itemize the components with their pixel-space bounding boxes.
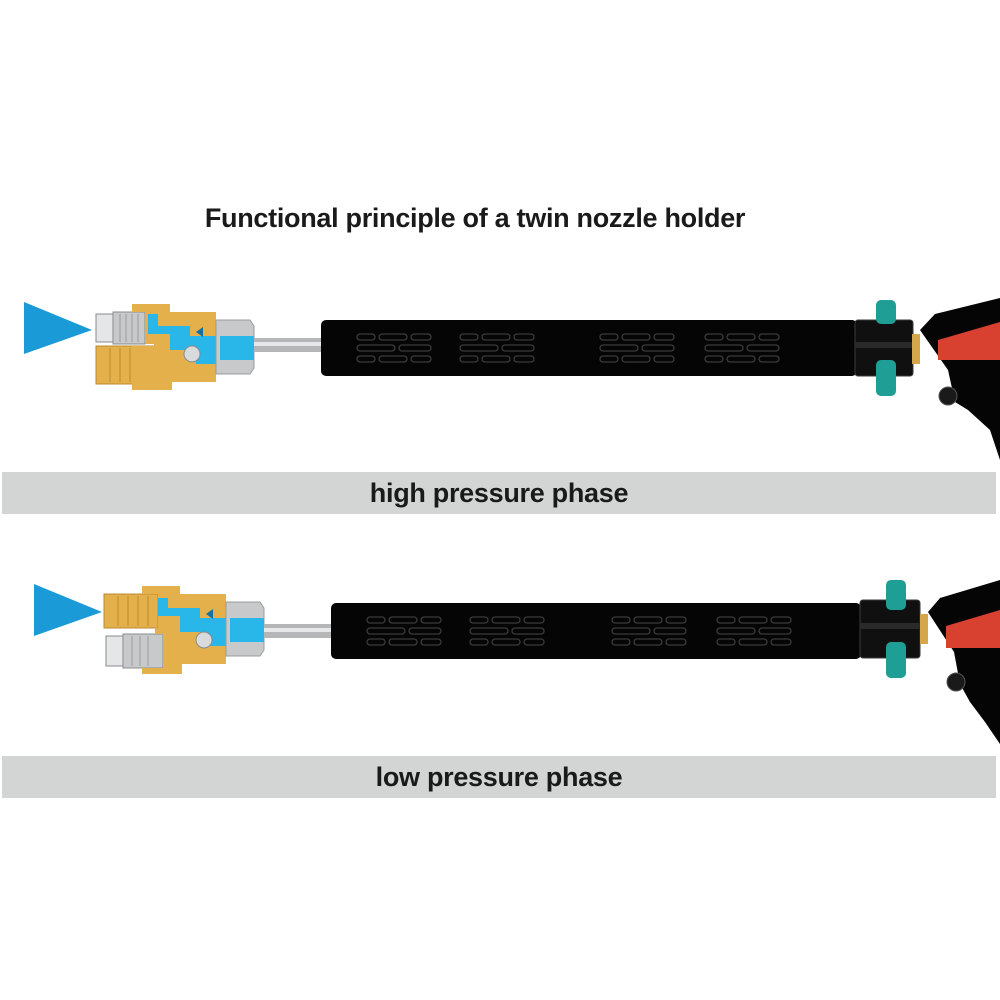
grip-slot [665,638,687,646]
spray-gun-body [920,298,1000,460]
grip-slot [511,627,545,635]
grip-slot [378,355,408,363]
grip-pattern [366,616,792,646]
grip [321,320,857,376]
grip-slot [366,616,386,624]
phase-label-low: low pressure phase [375,761,623,792]
grip-slot [704,333,724,341]
gun-screw [938,386,958,406]
water-channel [158,598,228,646]
grip-slot [621,333,651,341]
grip-slot [469,627,509,635]
grip-slot [420,616,442,624]
grip-slot [501,344,535,352]
grip-slot [469,638,489,646]
diagram-title: Functional principle of a twin nozzle ho… [204,203,746,233]
grip-slot [770,616,792,624]
phase-label-high: high pressure phase [369,477,629,508]
swivel-ring-top [876,300,896,324]
grip-slot [408,627,442,635]
grip-pattern [356,333,780,363]
grip-slot [633,638,663,646]
grip-slot [716,627,756,635]
lower-nozzle-steel [105,633,164,669]
grip-slot [378,333,408,341]
grip-slot [633,616,663,624]
grip-slot [726,333,756,341]
high-pressure-assembly [0,290,1000,470]
grip-slot [704,344,744,352]
swivel-ring-top [886,580,906,610]
grip-slot [356,344,396,352]
grip-slot [653,333,675,341]
grip-slot [758,627,792,635]
grip-slot [738,638,768,646]
grip-slot [420,638,442,646]
grip-slot [611,638,631,646]
grip-slot [653,355,675,363]
grip-slot [481,333,511,341]
grip-slot [716,638,736,646]
grip-slot [611,627,651,635]
grip-slot [523,638,545,646]
check-ball [195,631,213,649]
grip-slot [459,355,479,363]
grip-slot [716,616,736,624]
spray-cone [34,584,102,636]
grip-slot [726,355,756,363]
spray-gun-body [928,580,1000,744]
grip-slot [459,333,479,341]
grip-slot [469,616,489,624]
swivel-ring-bottom [876,360,896,396]
trigger-red [946,610,1000,648]
grip-slot [388,638,418,646]
grip-slot [481,355,511,363]
low-pressure-assembly [0,572,1000,752]
grip-slot [621,355,651,363]
grip-slot [746,344,780,352]
grip-slot [665,616,687,624]
grip-slot [738,616,768,624]
phase-bar-low: low pressure phase [2,756,996,798]
grip-slot [513,333,535,341]
grip-slot [366,638,386,646]
check-ball [183,345,201,363]
spray-cone [24,302,92,354]
grip-slot [459,344,499,352]
grip-slot [599,344,639,352]
grip-slot [653,627,687,635]
grip-slot [641,344,675,352]
grip-slot [356,355,376,363]
grip-slot [770,638,792,646]
grip-slot [366,627,406,635]
grip-slot [758,333,780,341]
grip-slot [599,355,619,363]
grip-slot [599,333,619,341]
gun-screw [946,672,966,692]
grip-slot [410,355,432,363]
grip-slot [388,616,418,624]
grip-slot [410,333,432,341]
grip-slot [491,638,521,646]
upper-nozzle-steel [95,311,146,345]
grip-slot [523,616,545,624]
grip-slot [758,355,780,363]
swivel-ring-bottom [886,642,906,678]
trigger-red [938,322,1000,360]
phase-bar-high: high pressure phase [2,472,996,514]
grip-slot [356,333,376,341]
grip-slot [491,616,521,624]
water-channel [148,314,218,364]
grip-slot [704,355,724,363]
grip-slot [398,344,432,352]
grip-slot [513,355,535,363]
grip [331,603,861,659]
upper-nozzle-brass [103,593,159,629]
grip-slot [611,616,631,624]
